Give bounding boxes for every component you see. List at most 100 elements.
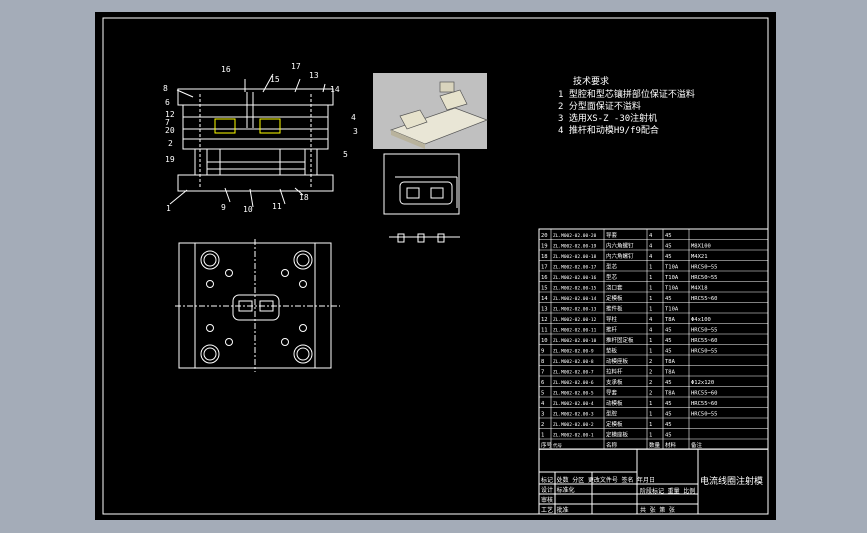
bom-cell-qty: 1 (649, 338, 652, 344)
bom-cell-mat: 45 (665, 254, 672, 260)
bom-cell-no: 19 (541, 244, 548, 250)
callout-11: 11 (272, 202, 282, 211)
bom-cell-qty: 1 (649, 412, 652, 418)
bom-cell-mat: 45 (665, 328, 672, 334)
bom-cell-qty: 4 (649, 317, 653, 323)
bom-cell-code: ZL.M002-02.00-7 (553, 370, 594, 376)
bom-cell-code: ZL.M002-02.00-19 (553, 244, 597, 250)
tech-req-item: 4 推杆和动模H9/f9配合 (558, 124, 659, 136)
bom-cell-mat: 45 (665, 412, 672, 418)
bom-cell-code: ZL.M002-02.00-3 (553, 412, 594, 418)
bom-cell-no: 9 (541, 349, 544, 355)
title-block-label: 阶段标记 重量 比例 (640, 487, 695, 495)
bom-cell-name: 型芯 (606, 273, 618, 281)
bom-cell-no: 16 (541, 275, 548, 281)
bom-cell-code: 代号 (553, 442, 562, 449)
callout-16: 16 (221, 65, 231, 74)
bom-cell-code: ZL.M002-02.00-1 (553, 433, 594, 439)
callout-7: 7 (165, 118, 170, 127)
callout-20: 20 (165, 126, 175, 135)
bom-cell-mat: 45 (665, 422, 672, 428)
bom-cell-no: 7 (541, 370, 544, 376)
bom-cell-code: ZL.M002-02.00-8 (553, 359, 594, 365)
title-block (538, 448, 769, 515)
bom-cell-mat: 45 (665, 233, 672, 239)
mold-section-view (169, 73, 334, 208)
bom-cell-no: 6 (541, 380, 544, 386)
bom-cell-code: ZL.M002-02.00-18 (553, 254, 597, 260)
bom-cell-mat: 45 (665, 349, 672, 355)
bom-cell-mat: T8A (665, 370, 676, 376)
bom-cell-name: 推件板 (606, 305, 623, 313)
bom-cell-qty: 1 (649, 401, 652, 407)
bom-cell-qty: 2 (649, 370, 652, 376)
bom-cell-mat: T8A (665, 359, 676, 365)
bom-cell-name: 拉料杆 (606, 368, 623, 376)
bom-cell-qty: 1 (649, 275, 652, 281)
bom-cell-note: HRC50~55 (691, 349, 718, 355)
bom-cell-note: M4X18 (691, 286, 708, 292)
bom-cell-no: 10 (541, 338, 548, 344)
cad-drawing: 8 6 12 7 20 2 19 1 9 10 11 18 16 15 17 1… (102, 17, 769, 515)
title-block-label: 工艺 批准 (541, 506, 569, 514)
bom-cell-no: 2 (541, 422, 544, 428)
callout-19: 19 (165, 155, 175, 164)
part-detail-view (383, 153, 460, 243)
title-block-label: 标记 处数 分区 更改文件号 签名 年月日 (541, 476, 655, 484)
title-block-text: 电流线圈注射模 标记 处数 分区 更改文件号 签名 年月日 设计 标准化 审核 … (541, 475, 763, 514)
bom-cell-mat: T10A (665, 286, 679, 292)
bom-cell-no: 5 (541, 391, 544, 397)
bom-cell-no: 4 (541, 401, 545, 407)
bom-cell-name: 支承板 (606, 378, 623, 386)
bom-cell-note: HRC50~55 (691, 412, 718, 418)
bom-cell-mat: 45 (665, 380, 672, 386)
tech-req-title: 技术要求 (573, 75, 609, 87)
bom-cell-note: Φ12x120 (691, 380, 714, 386)
bom-cell-note: Φ4x100 (691, 317, 711, 323)
bom-cell-no: 序号 (541, 441, 553, 449)
bom-cell-code: ZL.M002-02.00-5 (553, 391, 594, 397)
bom-cell-name: 名称 (606, 441, 618, 449)
bom-cell-code: ZL.M002-02.00-14 (553, 296, 597, 302)
bom-cell-note: M8X100 (691, 244, 711, 250)
bom-cell-code: ZL.M002-02.00-10 (553, 338, 597, 344)
callout-10: 10 (243, 205, 253, 214)
bom-cell-qty: 1 (649, 433, 652, 439)
bom-cell-name: 定模板 (606, 294, 623, 302)
mold-plan-view (175, 239, 340, 372)
bom-cell-qty: 4 (649, 254, 653, 260)
bom-cell-qty: 1 (649, 307, 652, 313)
bom-cell-name: 内六角螺钉 (606, 242, 634, 250)
bom-cell-name: 动模板 (606, 399, 623, 407)
title-block-label: 共 张 第 张 (640, 506, 675, 514)
bom-cell-name: 定模板 (606, 420, 623, 428)
bom-cell-code: ZL.M002-02.00-6 (553, 380, 594, 386)
section-callouts: 8 6 12 7 20 2 19 1 9 10 11 18 16 15 17 1… (163, 62, 358, 214)
bom-cell-no: 17 (541, 265, 548, 271)
bom-cell-note: HRC50~55 (691, 275, 718, 281)
callout-12: 12 (165, 110, 175, 119)
callout-1: 1 (166, 204, 171, 213)
bom-cell-name: 导套 (606, 231, 618, 239)
bom-cell-code: ZL.M002-02.00-13 (553, 307, 597, 313)
bom-cell-note: HRC55~60 (691, 338, 718, 344)
bom-cell-mat: T10A (665, 275, 679, 281)
bom-cell-qty: 2 (649, 359, 652, 365)
callout-5: 5 (343, 150, 348, 159)
callout-17: 17 (291, 62, 301, 71)
bom-cell-no: 12 (541, 317, 548, 323)
bom-cell-name: 推杆 (606, 326, 618, 334)
callout-13: 13 (309, 71, 319, 80)
bom-cell-mat: 45 (665, 401, 672, 407)
callout-6: 6 (165, 98, 170, 107)
bom-cell-qty: 1 (649, 422, 652, 428)
bom-cell-qty: 4 (649, 244, 653, 250)
title-block-label: 设计 标准化 (541, 486, 575, 494)
bom-cell-no: 20 (541, 233, 548, 239)
callout-4: 4 (351, 113, 356, 122)
bom-cell-no: 18 (541, 254, 548, 260)
bom-cell-name: 动模座板 (606, 357, 629, 365)
bom-cell-qty: 1 (649, 349, 652, 355)
bom-cell-qty: 1 (649, 296, 652, 302)
